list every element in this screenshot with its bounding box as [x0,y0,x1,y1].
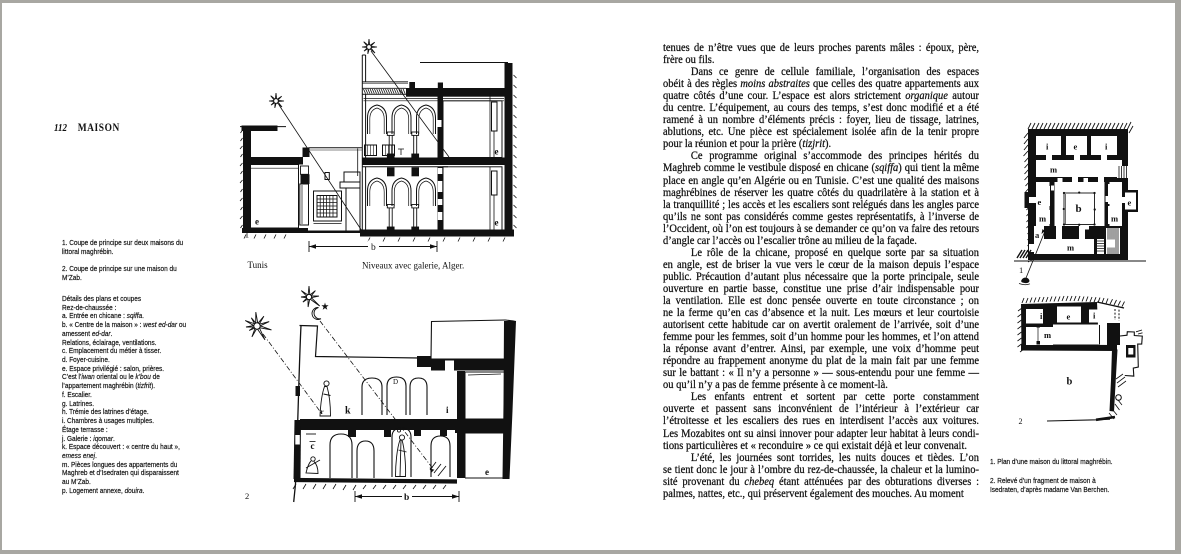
svg-text:m: m [1050,165,1057,175]
svg-text:Niveaux avec galerie, Alger.: Niveaux avec galerie, Alger. [362,261,464,271]
svg-text:2: 2 [245,491,249,501]
svg-text:m: m [1067,243,1074,253]
svg-text:e: e [1038,197,1042,207]
svg-text:e: e [1067,312,1071,322]
svg-text:e: e [255,217,259,227]
svg-text:m: m [1039,214,1046,224]
svg-text:b: b [1076,203,1082,215]
svg-text:e: e [495,147,499,157]
svg-text:b: b [404,493,409,503]
svg-text:e: e [1074,142,1078,152]
svg-text:b: b [1067,377,1073,388]
svg-text:1: 1 [1019,265,1023,275]
svg-text:i: i [1105,142,1108,152]
svg-text:r: r [321,408,324,416]
svg-text:e: e [1128,198,1132,208]
svg-text:b: b [371,243,376,253]
svg-text:i: i [446,405,449,415]
svg-text:1: 1 [245,231,250,241]
svg-text:a: a [1035,230,1040,240]
svg-text:i: i [1040,311,1043,321]
svg-text:m: m [1111,214,1118,224]
svg-text:Tunis: Tunis [248,260,269,270]
svg-text:k: k [345,406,351,417]
svg-text:2: 2 [1019,417,1023,426]
svg-text:D: D [393,378,398,386]
svg-text:i: i [1093,311,1096,321]
svg-text:c: c [311,441,315,451]
svg-text:e: e [495,218,499,228]
svg-text:i: i [1046,142,1049,152]
svg-text:m: m [1044,330,1051,340]
svg-text:e: e [485,467,489,477]
